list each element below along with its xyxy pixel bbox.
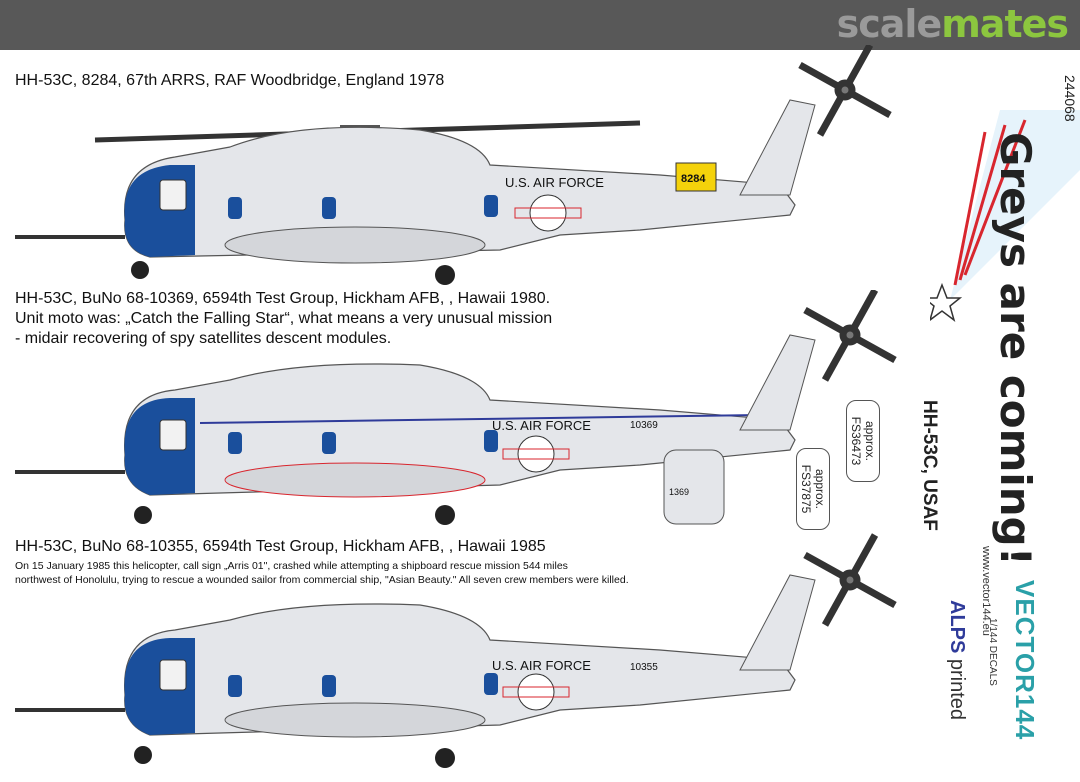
light-blue-beam xyxy=(950,110,1080,300)
caption-aircraft-2-motto: Unit moto was: „Catch the Falling Star“,… xyxy=(15,310,553,327)
svg-text:U.S. AIR FORCE: U.S. AIR FORCE xyxy=(505,175,604,190)
tail-fin xyxy=(739,334,816,431)
tail-fin xyxy=(739,99,816,196)
cockpit-window xyxy=(159,179,187,211)
cockpit-window xyxy=(159,419,187,451)
catalog-number: 244068 xyxy=(1062,75,1078,122)
roundel-bar xyxy=(514,207,582,219)
window xyxy=(228,675,242,697)
alps-printed-label: ALPS printed xyxy=(946,600,968,721)
svg-text:10355: 10355 xyxy=(630,662,658,673)
wheel-front xyxy=(134,506,152,524)
window xyxy=(322,675,336,697)
tail-rotor xyxy=(798,45,892,137)
cockpit-window xyxy=(159,659,187,691)
tail-fin xyxy=(739,574,816,671)
header-bar: scalemates xyxy=(0,0,1080,50)
helicopter-profile-2: U.S. AIR FORCE 10369 1369 xyxy=(15,290,897,525)
crash-note-line-1: On 15 January 1985 this helicopter, call… xyxy=(15,560,568,572)
crash-note-line-2: northwest of Honolulu, trying to rescue … xyxy=(15,574,629,586)
blue-cheatline xyxy=(199,414,761,424)
subtitle: HH-53C, USAF xyxy=(919,400,940,531)
window xyxy=(484,195,498,217)
caption-aircraft-3: HH-53C, BuNo 68-10355, 6594th Test Group… xyxy=(15,538,546,555)
caption-aircraft-2: HH-53C, BuNo 68-10369, 6594th Test Group… xyxy=(15,290,551,307)
tail-fin-detail: 1369 xyxy=(663,449,725,525)
window xyxy=(484,673,498,695)
usaf-roundel xyxy=(529,194,567,232)
tail-rotor xyxy=(803,290,897,382)
window xyxy=(322,432,336,454)
fuel-tank xyxy=(224,462,486,498)
window xyxy=(228,197,242,219)
caption-aircraft-1: HH-53C, 8284, 67th ARRS, RAF Woodbridge,… xyxy=(15,72,445,89)
svg-text:10369: 10369 xyxy=(630,420,658,431)
serial-box xyxy=(675,162,717,192)
wheel-main xyxy=(435,505,455,525)
slogan: Greys are coming! xyxy=(991,132,1040,566)
wheel-main xyxy=(435,748,455,768)
roundel-bar xyxy=(502,448,570,460)
falling-star-graphic xyxy=(930,110,1080,322)
color-note-1: approx. FS36473 xyxy=(846,400,880,482)
color-note-2: approx. FS37875 xyxy=(796,448,830,530)
scalemates-logo[interactable]: scalemates xyxy=(836,2,1069,46)
fuel-tank xyxy=(224,226,486,264)
scale-label: 1/144 DECALS xyxy=(987,618,998,686)
usaf-roundel xyxy=(517,673,555,711)
svg-text:U.S. AIR FORCE: U.S. AIR FORCE xyxy=(492,658,591,673)
vector-logo: VECTOR144 xyxy=(1010,580,1040,741)
star-icon xyxy=(930,282,963,322)
wheel-front xyxy=(131,261,149,279)
svg-text:8284: 8284 xyxy=(681,173,706,185)
wheel-front xyxy=(134,746,152,764)
roundel-bar xyxy=(502,686,570,698)
window xyxy=(322,197,336,219)
svg-text:1369: 1369 xyxy=(669,487,689,497)
helicopter-profile-1: 8284 U.S. AIR FORCE xyxy=(15,45,892,285)
caption-aircraft-2-mission: - midair recovering of spy satellites de… xyxy=(15,330,392,347)
tail-rotor xyxy=(803,533,897,627)
wheel-main xyxy=(435,265,455,285)
svg-text:U.S. AIR FORCE: U.S. AIR FORCE xyxy=(492,418,591,433)
usaf-roundel xyxy=(517,435,555,473)
fuel-tank xyxy=(224,702,486,738)
window xyxy=(228,432,242,454)
window xyxy=(484,430,498,452)
helicopter-profile-3: U.S. AIR FORCE 10355 xyxy=(15,533,897,768)
